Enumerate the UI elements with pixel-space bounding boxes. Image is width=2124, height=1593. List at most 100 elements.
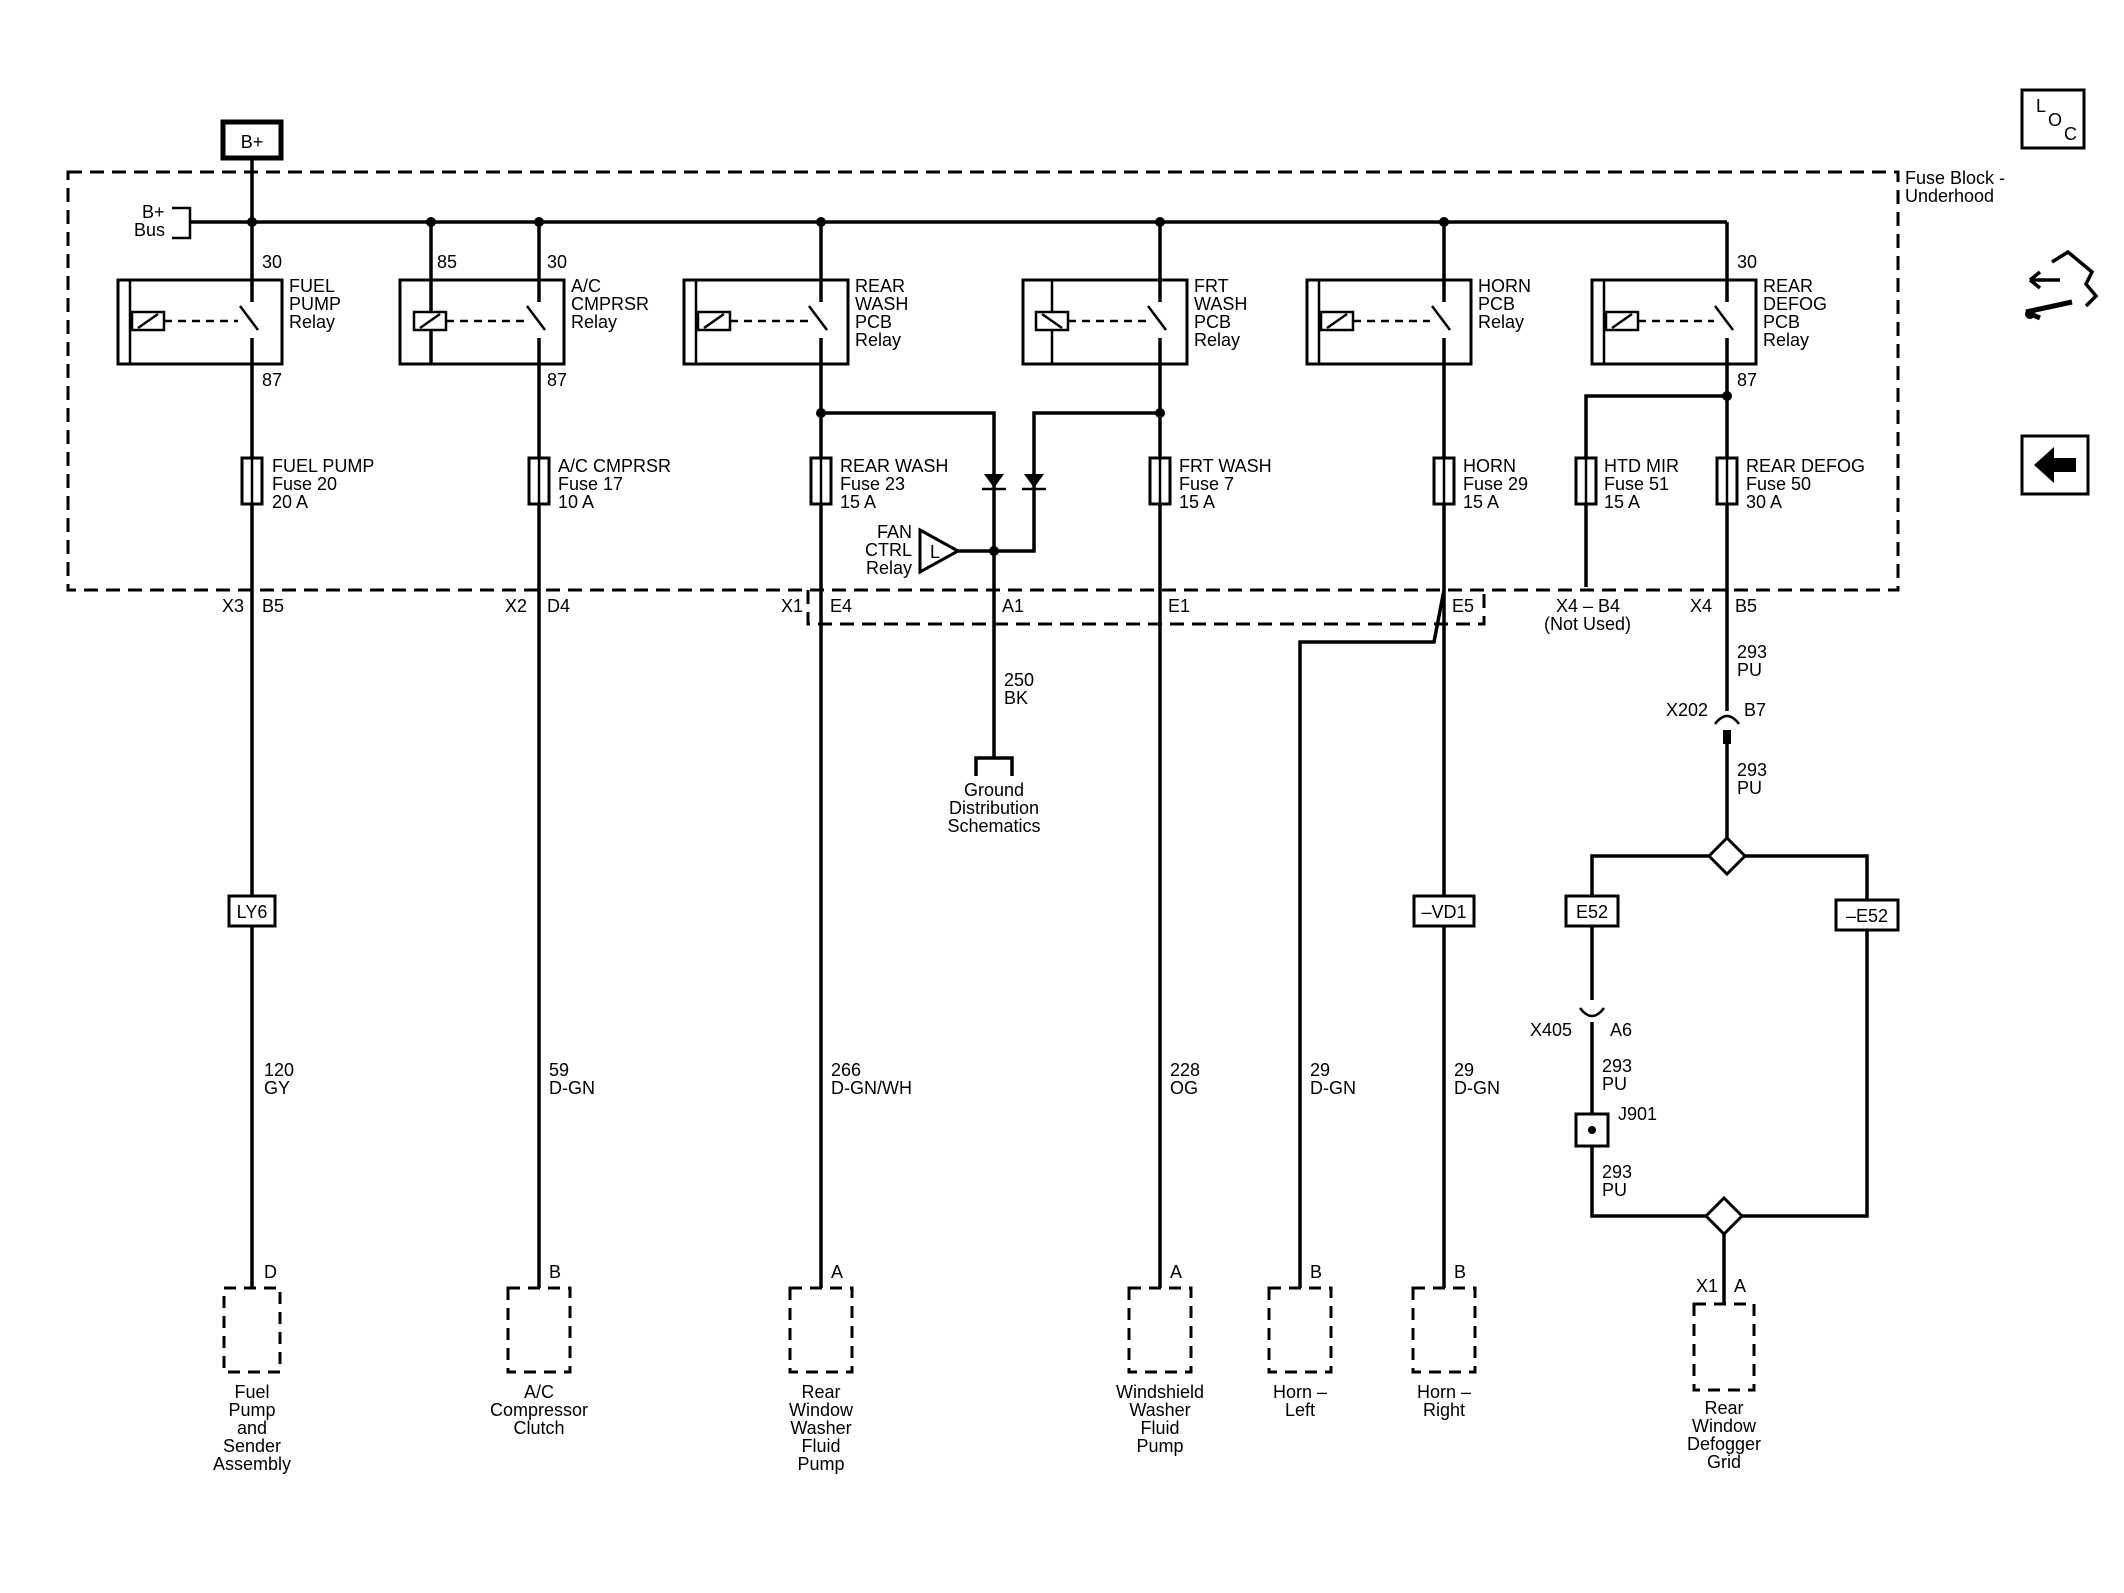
fuse-label: Fuse 20 (272, 474, 337, 494)
back-button[interactable] (2020, 434, 2090, 496)
fuse-label: HTD MIR (1604, 456, 1679, 476)
connector-label: B5 (1735, 596, 1757, 616)
component-name: Compressor (490, 1400, 588, 1420)
option-ly6: LY6 (227, 894, 277, 928)
wire-label: 250 (1004, 670, 1034, 690)
wire-label: 293 (1602, 1056, 1632, 1076)
connector-label: X1 (781, 596, 803, 616)
fuse-label: Fuse 51 (1604, 474, 1669, 494)
relay-pin: 87 (262, 370, 282, 390)
fuse-label: 15 A (1463, 492, 1499, 512)
fuse-label: FUEL PUMP (272, 456, 374, 476)
wire-label: D-GN (1310, 1078, 1356, 1098)
wire-label: 120 (264, 1060, 294, 1080)
relay-name: WASH (1194, 294, 1247, 314)
fan-relay-label: CTRL (865, 540, 912, 560)
x202-connector: X202 B7 (1666, 700, 1766, 744)
relay-name: HORN (1478, 276, 1531, 296)
splice-diamond-bottom (1703, 1195, 1745, 1237)
component-name: Windshield (1116, 1382, 1204, 1402)
relay-name: REAR (1763, 276, 1813, 296)
fuse-label: Fuse 29 (1463, 474, 1528, 494)
ground-label: Ground (964, 780, 1024, 800)
option-not-e52: –E52 (1834, 898, 1900, 932)
fuse-label: HORN (1463, 456, 1516, 476)
wire-label: D-GN (549, 1078, 595, 1098)
fuse-label: Fuse 7 (1179, 474, 1234, 494)
component-pin: D (264, 1262, 277, 1282)
wire-label: PU (1737, 778, 1762, 798)
wire-label: 29 (1454, 1060, 1474, 1080)
component-ac-clutch: B A/C Compressor Clutch (490, 1262, 588, 1438)
fuse-label: A/C CMPRSR (558, 456, 671, 476)
fuse-block-boundary (66, 170, 1900, 592)
component-defogger-grid: Rear Window Defogger Grid (1687, 1302, 1761, 1472)
relay-name: PCB (1478, 294, 1515, 314)
wire-label: PU (1737, 660, 1762, 680)
wire-label: 59 (549, 1060, 569, 1080)
relay-name: Relay (1478, 312, 1524, 332)
wire-not-e52 (1742, 930, 1869, 1218)
component-name: Horn – (1417, 1382, 1471, 1402)
fuse-label: FRT WASH (1179, 456, 1272, 476)
component-rear-washer-pump: A Rear Window Washer Fluid Pump (788, 1262, 854, 1474)
fan-relay-label: FAN (877, 522, 912, 542)
connector-label: X1 (1696, 1276, 1718, 1296)
component-name: and (237, 1418, 267, 1438)
connector-label: X4 – B4 (1556, 596, 1620, 616)
fuse-label: 15 A (840, 492, 876, 512)
connector-label: E4 (830, 596, 852, 616)
relay-pin: 87 (547, 370, 567, 390)
relay-name: Relay (1763, 330, 1809, 350)
relay-name: WASH (855, 294, 908, 314)
component-name: Pump (1136, 1436, 1183, 1456)
bus-label-2: Bus (134, 220, 165, 240)
fuse-ac-cmprsr: A/C CMPRSR Fuse 17 10 A (527, 456, 671, 512)
option-label: LY6 (237, 902, 268, 922)
component-name: Washer (1129, 1400, 1190, 1420)
fuse-horn: HORN Fuse 29 15 A (1432, 456, 1528, 512)
relay-rear-defog: REAR DEFOG PCB Relay 30 87 (1590, 222, 1827, 390)
relay-name: Relay (289, 312, 335, 332)
component-name: Washer (790, 1418, 851, 1438)
fan-ctrl-relay: L FAN CTRL Relay (865, 522, 962, 578)
fuse-label: REAR DEFOG (1746, 456, 1865, 476)
wire-label: 293 (1737, 642, 1767, 662)
fuse-label: 20 A (272, 492, 308, 512)
fan-relay-label: Relay (866, 558, 912, 578)
connector-label: (Not Used) (1544, 614, 1631, 634)
component-pin: B (1454, 1262, 1466, 1282)
component-name: Window (789, 1400, 854, 1420)
fuse-block-label-2: Underhood (1905, 186, 1994, 206)
connector-label: A (1734, 1276, 1746, 1296)
component-name: Sender (223, 1436, 281, 1456)
relay-pin: 30 (262, 252, 282, 272)
wire-label: 293 (1602, 1162, 1632, 1182)
fuse-rear-defog: REAR DEFOG Fuse 50 30 A (1715, 456, 1865, 512)
connector-tool-button[interactable] (2025, 249, 2099, 321)
relay-name: REAR (855, 276, 905, 296)
fuse-label: 10 A (558, 492, 594, 512)
fuse-rear-wash: REAR WASH Fuse 23 15 A (809, 456, 948, 512)
ground-symbol: Ground Distribution Schematics (947, 756, 1041, 836)
relay-frt-wash: FRT WASH PCB Relay (1021, 222, 1247, 366)
relay-name: A/C (571, 276, 601, 296)
diode-1 (982, 474, 1006, 491)
component-pin: A (1170, 1262, 1182, 1282)
splice-diamond-top (1706, 835, 1748, 877)
loc-button[interactable]: L O C (2020, 88, 2086, 150)
component-name: Right (1423, 1400, 1465, 1420)
connector-label: B7 (1744, 700, 1766, 720)
fuse-fuel-pump: FUEL PUMP Fuse 20 20 A (240, 456, 374, 512)
fuse-label: REAR WASH (840, 456, 948, 476)
relay-name: FRT (1194, 276, 1229, 296)
loc-icon: O (2048, 110, 2062, 130)
relay-name: Relay (855, 330, 901, 350)
relay-name: PCB (1194, 312, 1231, 332)
component-horn-left: B Horn – Left (1267, 1262, 1333, 1420)
relay-name: PUMP (289, 294, 341, 314)
wire-label: D-GN (1454, 1078, 1500, 1098)
connector-label: D4 (547, 596, 570, 616)
arrow-left-icon (2034, 447, 2076, 483)
loc-icon: L (2036, 96, 2046, 116)
